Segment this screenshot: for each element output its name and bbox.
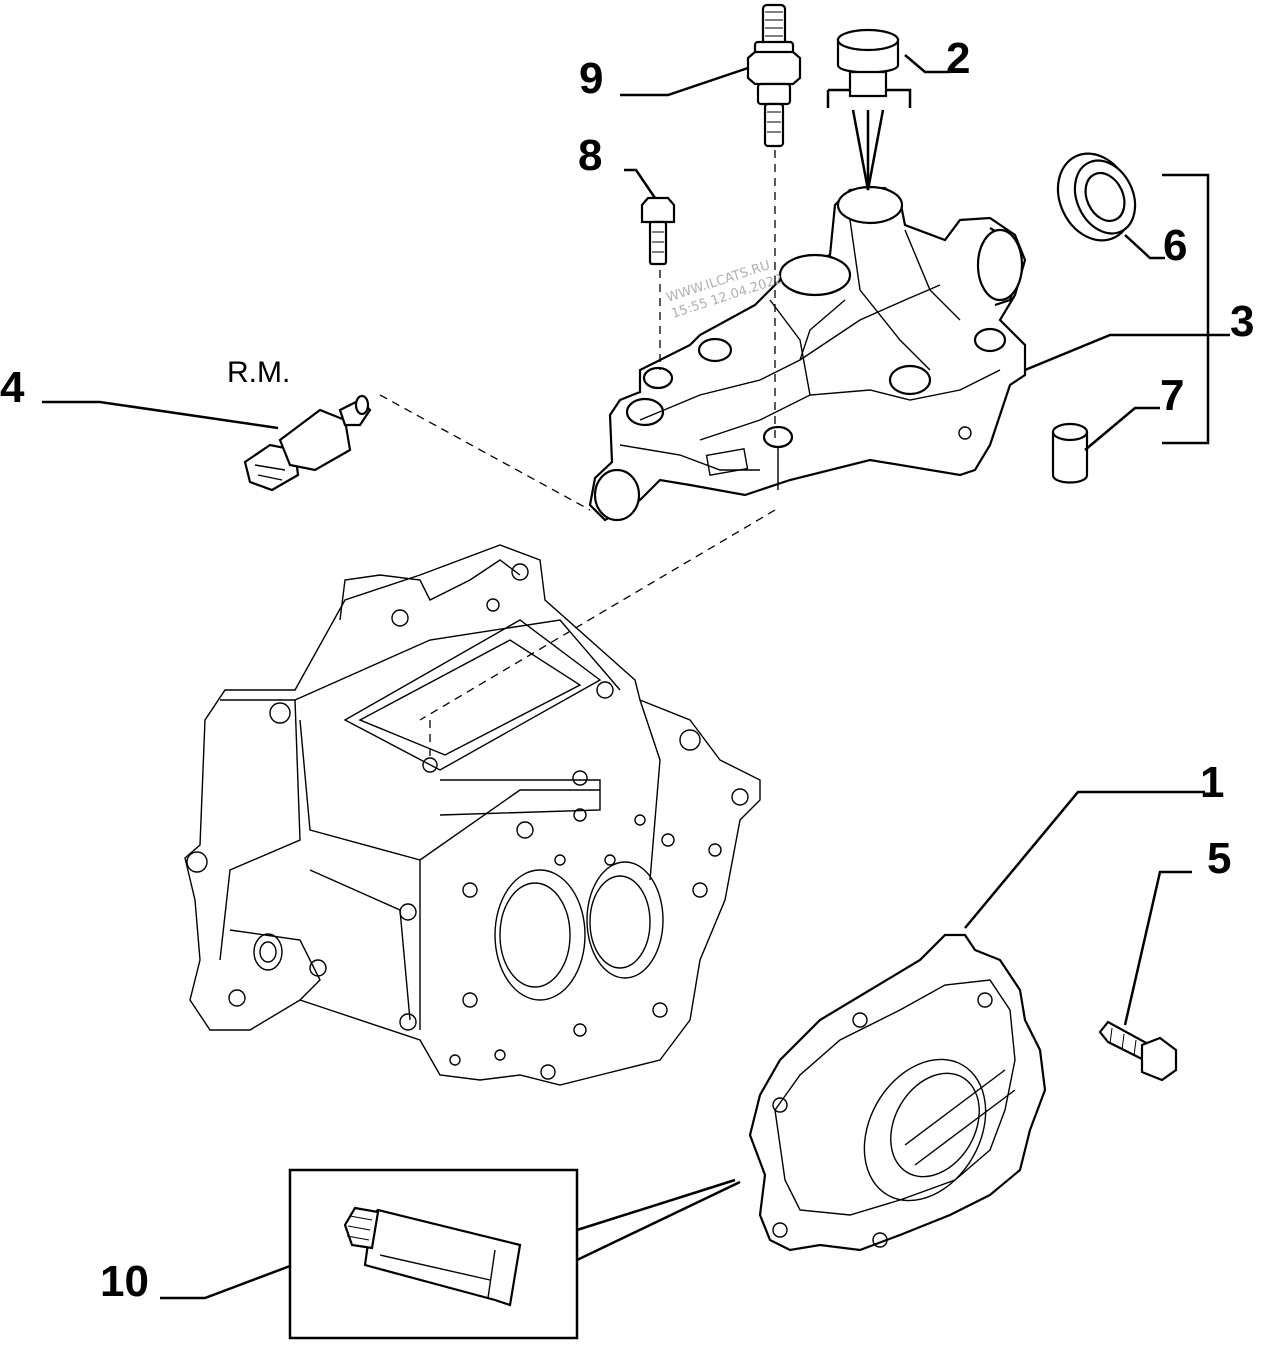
assembly-lines: [379, 150, 776, 760]
callout-3: 3: [1230, 297, 1254, 346]
breather-fitting: [746, 3, 802, 148]
bolt-small: [640, 196, 676, 266]
callout-5: 5: [1207, 834, 1231, 883]
callout-4: 4: [0, 363, 25, 412]
gearbox-housing: [184, 544, 761, 1086]
callout-9: 9: [579, 54, 603, 103]
dowel-pin: [1051, 422, 1089, 484]
plug-cap: [826, 28, 912, 108]
end-cover: [748, 933, 1047, 1252]
note-rm: R.M.: [227, 356, 290, 389]
sensor-switch: [243, 394, 372, 492]
oil-seal: [1056, 152, 1137, 242]
sealant-box: [288, 1168, 579, 1340]
callout-7: 7: [1160, 371, 1184, 420]
callout-1: 1: [1200, 758, 1224, 807]
callout-2: 2: [946, 34, 970, 83]
leader-lines: [42, 54, 1230, 1300]
callout-10: 10: [100, 1257, 149, 1306]
callout-8: 8: [578, 131, 602, 180]
bolt-large: [1098, 1020, 1178, 1082]
callout-labels: 9 2 8 6 3 7 4 R.M. 1 5 10: [0, 34, 1254, 1306]
cover-housing: WWW.ILCATS.RU 15:55 12.04.2022: [588, 185, 1027, 522]
callout-6: 6: [1163, 221, 1187, 270]
